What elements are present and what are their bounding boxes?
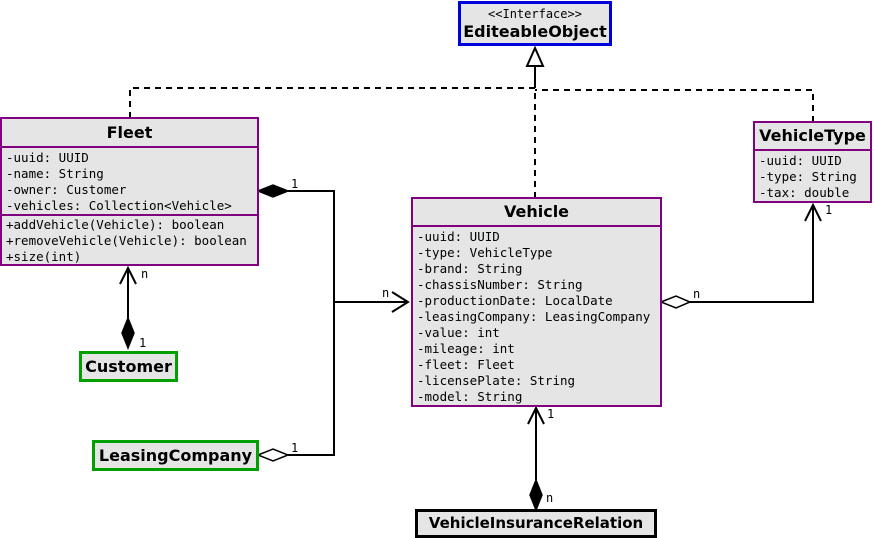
leasingcompany-title: LeasingCompany: [98, 446, 253, 465]
customer-title: Customer: [85, 357, 172, 376]
vehicle-attributes: -uuid: UUID -type: VehicleType -brand: S…: [413, 225, 660, 405]
vehicle-attr: -leasingCompany: LeasingCompany: [417, 309, 651, 324]
vehicle-vehicletype-line: [690, 205, 814, 303]
realization-arrowhead: [525, 45, 545, 67]
fleet-method: +size(int): [6, 249, 82, 264]
multiplicity-label: 1: [547, 407, 555, 421]
fleet-attr: -name: String: [6, 166, 104, 181]
fleet-title: Fleet: [106, 123, 153, 142]
vehicle-up-arrow: [527, 405, 545, 425]
fleet-methods: +addVehicle(Vehicle): boolean +removeVeh…: [2, 214, 257, 265]
vehicle-arrow: [391, 291, 410, 313]
multiplicity-label: 1: [291, 177, 299, 191]
vehicletype-arrow: [804, 202, 822, 222]
customer-composition-diamond: [121, 315, 135, 351]
multiplicity-label: 1: [139, 336, 147, 350]
vehicletype-attr: -type: String: [759, 169, 857, 184]
vehicletype-attr: -uuid: UUID: [759, 153, 842, 168]
fleet-arrow: [119, 265, 137, 285]
vehicle-attr: -type: VehicleType: [417, 245, 553, 260]
vehicle-attr: -brand: String: [417, 261, 523, 276]
leasingcompany-class[interactable]: LeasingCompany: [92, 440, 259, 471]
insurance-title: VehicleInsuranceRelation: [428, 514, 644, 532]
multiplicity-label: n: [141, 267, 149, 281]
vehicle-attr: -licensePlate: String: [417, 373, 576, 388]
vehicle-attr: -mileage: int: [417, 341, 515, 356]
vehicletype-attr: -tax: double: [759, 185, 850, 200]
vehicle-attr: -uuid: UUID: [417, 229, 500, 244]
multiplicity-label: n: [546, 491, 554, 505]
interface-box[interactable]: <<Interface>> EditeableObject: [458, 1, 612, 46]
multiplicity-label: 1: [291, 441, 299, 455]
vehicle-class[interactable]: Vehicle -uuid: UUID -type: VehicleType -…: [411, 197, 662, 407]
insurance-class[interactable]: VehicleInsuranceRelation: [415, 509, 657, 538]
fleet-attr: -uuid: UUID: [6, 150, 89, 165]
vehicle-attr: -value: int: [417, 325, 500, 340]
vehicletype-attributes: -uuid: UUID -type: String -tax: double: [755, 149, 870, 201]
vehicle-aggregation-diamond: [658, 295, 692, 309]
fleet-attr: -vehicles: Collection<Vehicle>: [6, 198, 232, 213]
multiplicity-label: n: [382, 286, 390, 300]
fleet-attributes: -uuid: UUID -name: String -owner: Custom…: [2, 146, 257, 214]
fleet-attr: -owner: Customer: [6, 182, 127, 197]
multiplicity-label: 1: [825, 203, 833, 217]
fleet-method: +removeVehicle(Vehicle): boolean: [6, 233, 247, 248]
vehicle-attr: -chassisNumber: String: [417, 277, 583, 292]
vehicle-attr: -model: String: [417, 389, 523, 404]
interface-stereotype: <<Interface>>: [488, 7, 582, 21]
vehicletype-title: VehicleType: [759, 126, 866, 145]
vehicle-attr: -productionDate: LocalDate: [417, 293, 613, 308]
fleet-realization-line: [129, 66, 536, 118]
vehicletype-realization-line: [535, 89, 814, 122]
vehicletype-class[interactable]: VehicleType -uuid: UUID -type: String -t…: [753, 121, 872, 203]
fleet-class[interactable]: Fleet -uuid: UUID -name: String -owner: …: [0, 117, 259, 266]
fleet-composition-diamond: [255, 184, 291, 198]
insurance-composition-diamond: [529, 477, 543, 513]
leasing-aggregation-diamond: [255, 448, 291, 462]
customer-class[interactable]: Customer: [79, 351, 178, 382]
multiplicity-label: n: [693, 287, 701, 301]
vehicle-title: Vehicle: [503, 202, 570, 221]
vehicle-attr: -fleet: Fleet: [417, 357, 515, 372]
leasing-vehicle-line: [288, 302, 335, 456]
interface-name: EditeableObject: [463, 22, 607, 41]
fleet-method: +addVehicle(Vehicle): boolean: [6, 217, 225, 232]
fleet-vehicle-line: [288, 190, 408, 303]
